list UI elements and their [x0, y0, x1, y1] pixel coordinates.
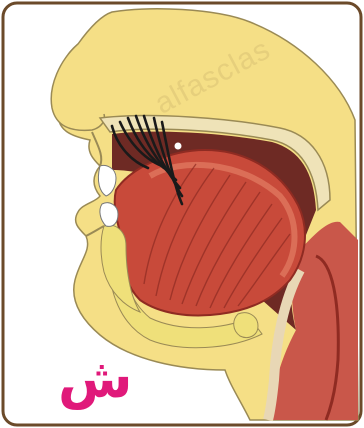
- articulation-point: [175, 143, 182, 150]
- hyoid: [234, 313, 258, 338]
- arabic-letter-label: ش: [58, 352, 133, 406]
